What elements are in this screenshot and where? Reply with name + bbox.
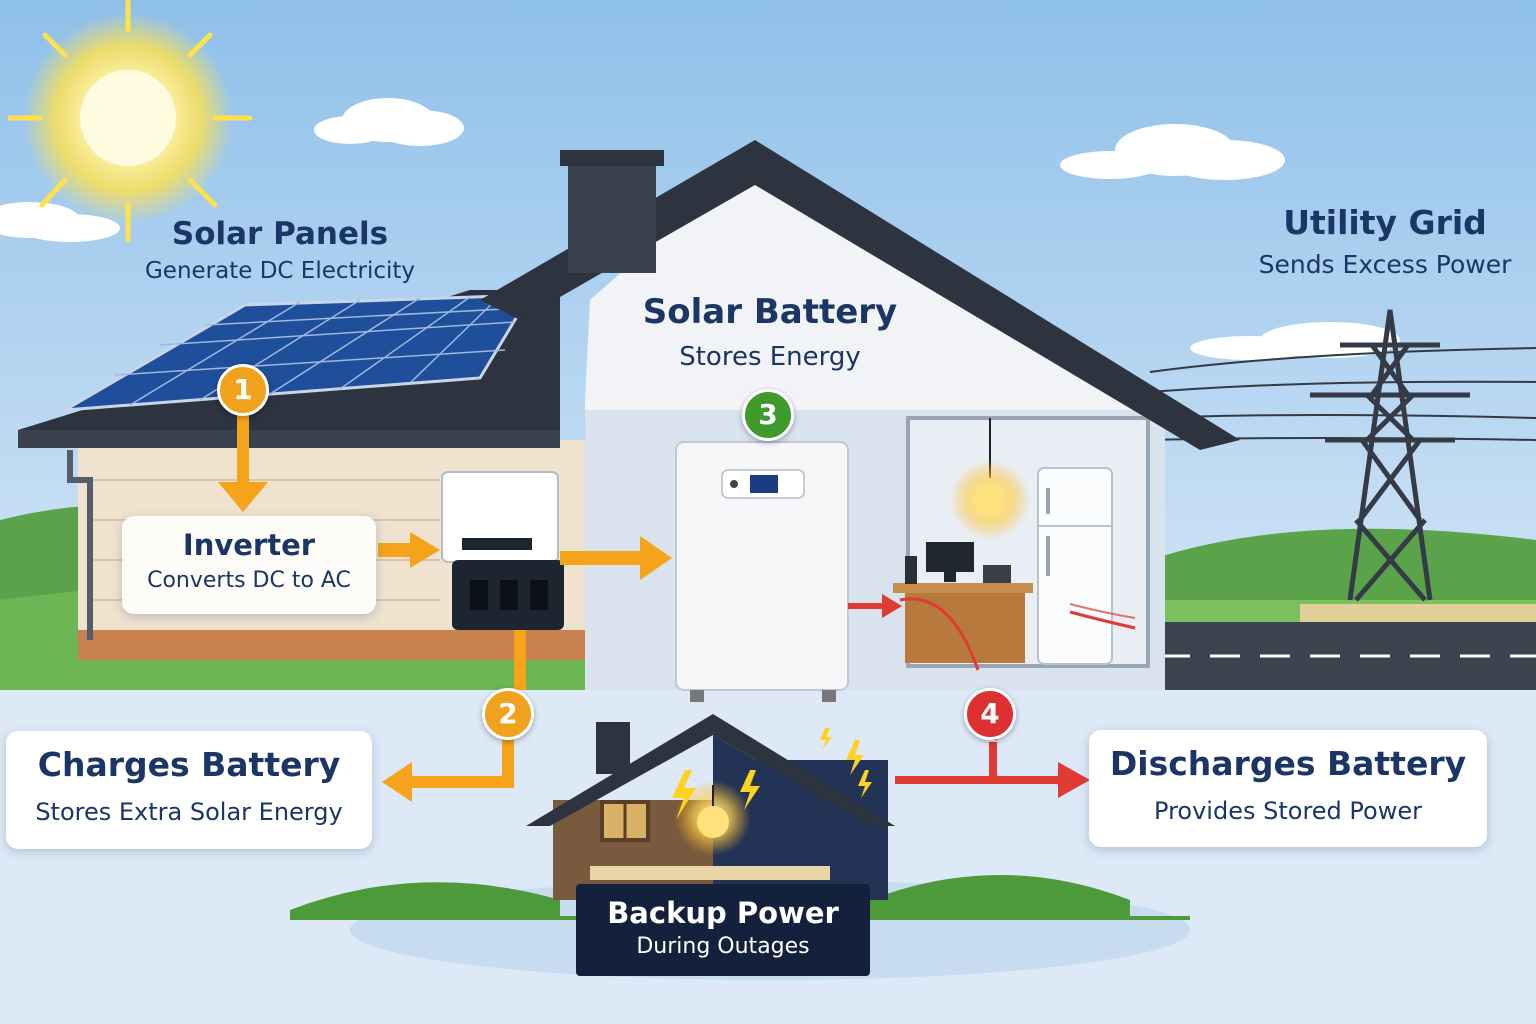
inverter-title: Inverter xyxy=(182,528,316,562)
backup-power-subtitle: During Outages xyxy=(636,934,810,959)
utility-grid-subtitle: Sends Excess Power xyxy=(1258,250,1512,279)
inverter-icon xyxy=(441,471,564,630)
flow-arrow xyxy=(378,532,440,568)
flow-arrow xyxy=(560,536,672,580)
solar-battery-title: Solar Battery xyxy=(642,292,898,332)
cloud xyxy=(1060,124,1285,180)
sun-icon xyxy=(7,0,253,243)
step-4-badge: 4 xyxy=(964,688,1016,740)
flow-arrow xyxy=(382,630,526,802)
discharges-battery-card: Discharges Battery Provides Stored Power xyxy=(1089,730,1487,847)
backup-power-panel: Backup Power During Outages xyxy=(576,884,870,976)
charges-battery-card: Charges Battery Stores Extra Solar Energ… xyxy=(6,731,372,849)
utility-grid-title: Utility Grid xyxy=(1283,203,1487,242)
discharges-battery-title: Discharges Battery xyxy=(1109,744,1467,783)
battery-unit-icon xyxy=(675,441,849,702)
solar-panels-title: Solar Panels xyxy=(171,216,389,252)
inverter-card: Inverter Converts DC to AC xyxy=(122,516,376,614)
cloud xyxy=(1190,322,1400,360)
flow-arrow xyxy=(848,594,980,671)
charges-battery-subtitle: Stores Extra Solar Energy xyxy=(35,798,343,826)
solar-battery-label: Solar Battery Stores Energy xyxy=(640,292,900,372)
lightning-icon xyxy=(672,728,872,820)
backup-power-title: Backup Power xyxy=(607,896,839,930)
solar-panels-label: Solar Panels Generate DC Electricity xyxy=(135,216,425,284)
inverter-subtitle: Converts DC to AC xyxy=(147,568,351,593)
step-2-badge: 2 xyxy=(482,688,534,740)
step-3-badge: 3 xyxy=(742,389,794,441)
utility-grid-label: Utility Grid Sends Excess Power xyxy=(1235,203,1535,279)
discharges-battery-subtitle: Provides Stored Power xyxy=(1154,797,1422,825)
solar-panels-subtitle: Generate DC Electricity xyxy=(144,258,416,284)
solar-battery-subtitle: Stores Energy xyxy=(679,342,861,372)
light-bulb-icon xyxy=(950,418,1030,540)
step-1-badge: 1 xyxy=(217,364,269,416)
computer-icon xyxy=(926,542,974,582)
fridge-icon xyxy=(1037,467,1113,665)
power-tower-icon xyxy=(1310,309,1470,602)
cloud xyxy=(314,98,464,146)
charges-battery-title: Charges Battery xyxy=(37,745,341,784)
cloud xyxy=(0,202,120,242)
backup-house xyxy=(290,714,1190,920)
